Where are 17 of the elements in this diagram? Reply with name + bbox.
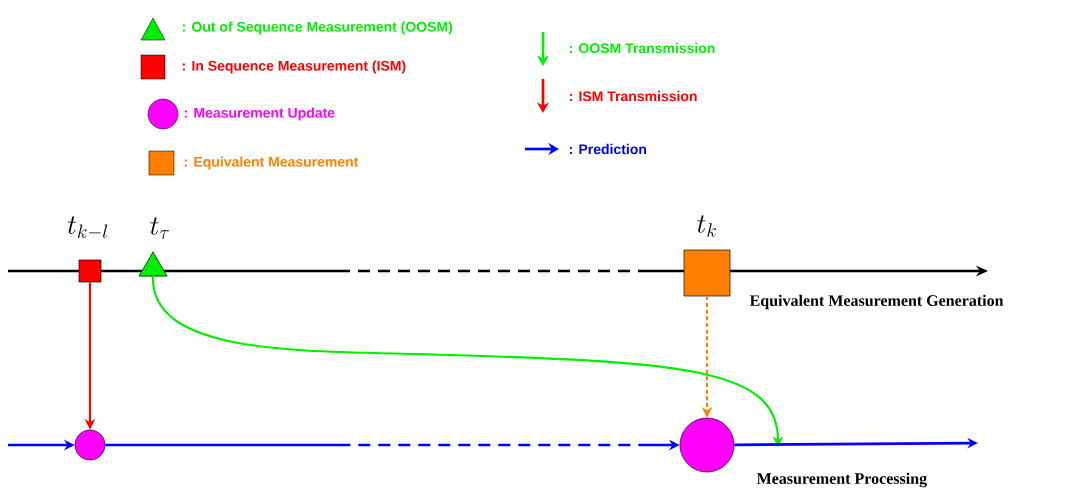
legend-label: : Measurement Update (184, 107, 335, 121)
legend-label: : In Sequence Measurement (ISM) (182, 60, 406, 74)
legend-label: : Equivalent Measurement (184, 156, 359, 170)
axis-label: Equivalent Measurement Generation (749, 294, 1004, 310)
axis-label: Measurement Processing (756, 472, 927, 488)
legend-label: : Out of Sequence Measurement (OOSM) (182, 21, 453, 35)
time-label: $t_k$ (697, 215, 716, 237)
legend-label: : Prediction (569, 143, 647, 155)
marker-square (683, 249, 731, 297)
time-label: $t_{k-l}$ (67, 216, 108, 238)
legend-label: : OOSM Transmission (569, 42, 715, 54)
update-circle (74, 429, 106, 461)
update-circle (679, 417, 735, 473)
time-label: $t_\tau$ (150, 217, 169, 239)
marker-triangle (138, 251, 168, 277)
legend-label: : ISM Transmission (569, 90, 697, 102)
marker-square (78, 259, 102, 283)
